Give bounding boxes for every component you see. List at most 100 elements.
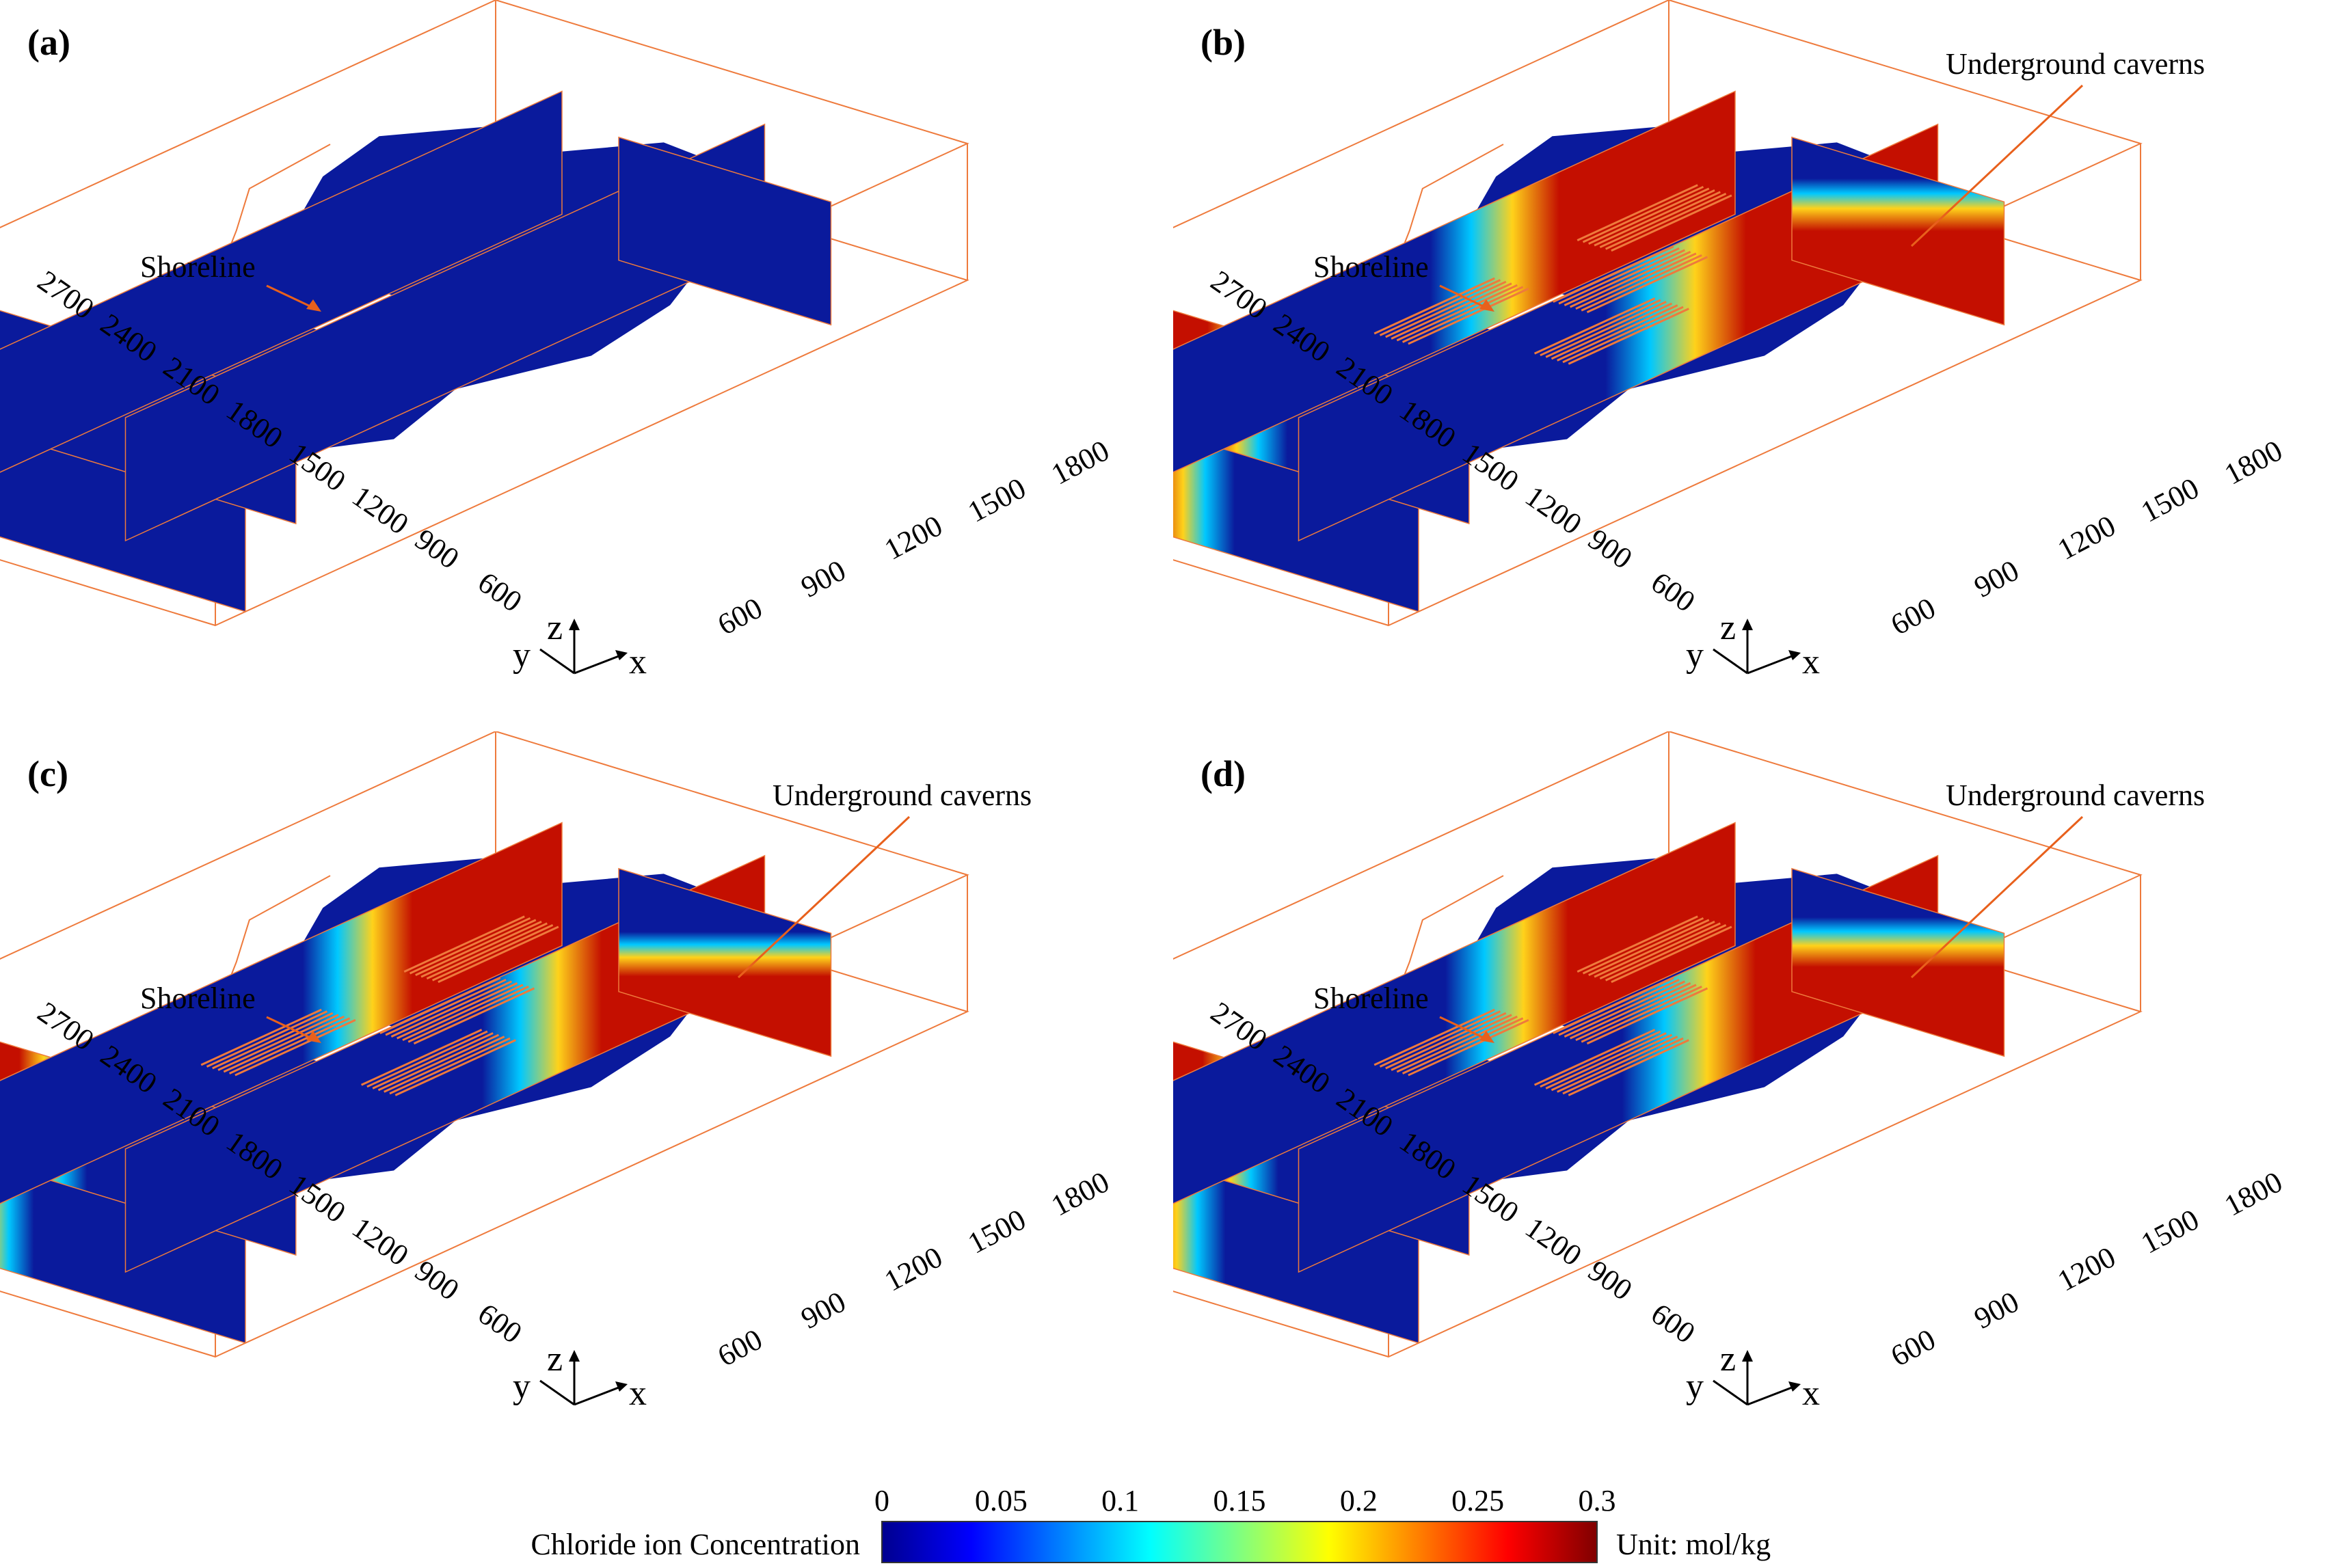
- x-tick-label: 600: [1886, 591, 1941, 642]
- section-y-3: [618, 867, 832, 1057]
- y-axis-label: y: [1686, 636, 1704, 675]
- axis-triad: [1713, 1350, 1801, 1406]
- axis-triad: [1713, 619, 1801, 675]
- colorbar-tick-label: 0.05: [975, 1484, 1028, 1517]
- x-tick-label: 900: [1969, 1285, 2024, 1336]
- x-tick-label: 1200: [2052, 1240, 2121, 1298]
- section-y-1: [0, 413, 246, 612]
- section-x-2: [124, 123, 766, 542]
- y-axis-label: y: [513, 636, 531, 675]
- z-axis-label: z: [547, 608, 563, 647]
- underground-caverns: [1373, 184, 1732, 365]
- colorbar-tick-label: 0.2: [1340, 1484, 1378, 1517]
- x-tick-label: 900: [796, 1285, 851, 1336]
- x-tick-label: 1500: [963, 471, 1032, 529]
- x-tick-label: 900: [796, 554, 851, 604]
- caverns-label: Underground caverns: [773, 779, 1032, 812]
- axis-triad: [539, 1350, 628, 1406]
- x-tick-label: 1200: [879, 1240, 948, 1298]
- shoreline-arrow: [1439, 284, 1490, 310]
- shoreline-label: Shoreline: [1313, 250, 1429, 284]
- section-y-3: [1791, 136, 2005, 326]
- z-axis-label: z: [1720, 608, 1736, 647]
- panel-letter: (a): [27, 22, 70, 63]
- shoreline-arrow: [266, 284, 317, 310]
- caverns-label: Underground caverns: [1946, 47, 2205, 81]
- colorbar: 0 0.05 0.1 0.15 0.2 0.25 0.3 Chloride ion Conc…: [0, 1463, 2347, 1568]
- shoreline-arrow: [266, 1016, 317, 1042]
- x-axis-label: x: [1802, 1374, 1820, 1413]
- colorbar-gradient: [881, 1521, 1598, 1563]
- caverns-arrow: [1910, 84, 2084, 247]
- section-y-3: [1791, 867, 2005, 1057]
- section-y-1: [1173, 413, 1419, 612]
- caverns-arrow: [737, 815, 911, 979]
- x-tick-label: 1200: [2052, 509, 2121, 567]
- x-tick-label: 1800: [1046, 1165, 1115, 1223]
- colorbar-title: Chloride ion Concentration: [531, 1528, 860, 1561]
- y-tick-label: 900: [409, 1254, 465, 1307]
- y-axis-label: y: [513, 1367, 531, 1406]
- section-x-1: [0, 90, 563, 473]
- x-tick-label: 1500: [963, 1202, 1032, 1260]
- y-tick-label: 600: [472, 565, 528, 619]
- x-axis-label: x: [1802, 643, 1820, 681]
- x-tick-label: 1200: [879, 509, 948, 567]
- panel-letter: (d): [1201, 753, 1246, 794]
- shoreline-label: Shoreline: [1313, 982, 1429, 1015]
- section-y-1: [1173, 1144, 1419, 1344]
- y-tick-label: 1200: [1519, 479, 1587, 541]
- y-tick-label: 900: [1582, 522, 1638, 576]
- x-tick-label: 600: [1886, 1323, 1941, 1373]
- x-axis-label: x: [629, 643, 647, 681]
- x-tick-label: 1500: [2136, 1202, 2205, 1260]
- panel-letter: (b): [1201, 22, 1246, 63]
- y-tick-label: 600: [472, 1297, 528, 1350]
- x-tick-label: 1500: [2136, 471, 2205, 529]
- x-tick-label: 900: [1969, 554, 2024, 604]
- y-tick-label: 600: [1645, 1297, 1701, 1350]
- colorbar-tick-label: 0.15: [1213, 1484, 1266, 1517]
- x-axis-label: x: [629, 1374, 647, 1413]
- shoreline-arrow: [1439, 1016, 1490, 1042]
- y-tick-label: 900: [409, 522, 465, 576]
- colorbar-tick-label: 0.25: [1451, 1484, 1504, 1517]
- caverns-label: Underground caverns: [1946, 779, 2205, 812]
- colorbar-tick-label: 0.1: [1101, 1484, 1139, 1517]
- x-tick-label: 1800: [2219, 1165, 2288, 1223]
- x-tick-label: 600: [712, 1323, 768, 1373]
- caverns-arrow: [1910, 815, 2084, 979]
- colorbar-tick-label: 0: [874, 1484, 889, 1517]
- z-axis-label: z: [547, 1340, 563, 1379]
- colorbar-unit: Unit: mol/kg: [1616, 1528, 1771, 1561]
- shoreline-label: Shoreline: [140, 250, 256, 284]
- y-tick-label: 1200: [346, 479, 414, 541]
- section-y-1: [0, 1144, 246, 1344]
- x-tick-label: 600: [712, 591, 768, 642]
- axis-triad: [539, 619, 628, 675]
- underground-caverns: [1373, 915, 1732, 1096]
- y-axis-label: y: [1686, 1367, 1704, 1406]
- section-x-1: [1173, 822, 1736, 1204]
- panel-letter: (c): [27, 753, 68, 794]
- shoreline-label: Shoreline: [140, 982, 256, 1015]
- underground-caverns: [200, 915, 559, 1096]
- y-tick-label: 1200: [346, 1211, 414, 1273]
- y-tick-label: 900: [1582, 1254, 1638, 1307]
- section-y-3: [618, 136, 832, 326]
- colorbar-tick-label: 0.3: [1579, 1484, 1616, 1517]
- y-tick-label: 1200: [1519, 1211, 1587, 1273]
- y-tick-label: 600: [1645, 565, 1701, 619]
- section-x-1: [0, 822, 563, 1204]
- z-axis-label: z: [1720, 1340, 1736, 1379]
- x-tick-label: 1800: [1046, 433, 1115, 491]
- vertical-cross-sections: [0, 90, 832, 612]
